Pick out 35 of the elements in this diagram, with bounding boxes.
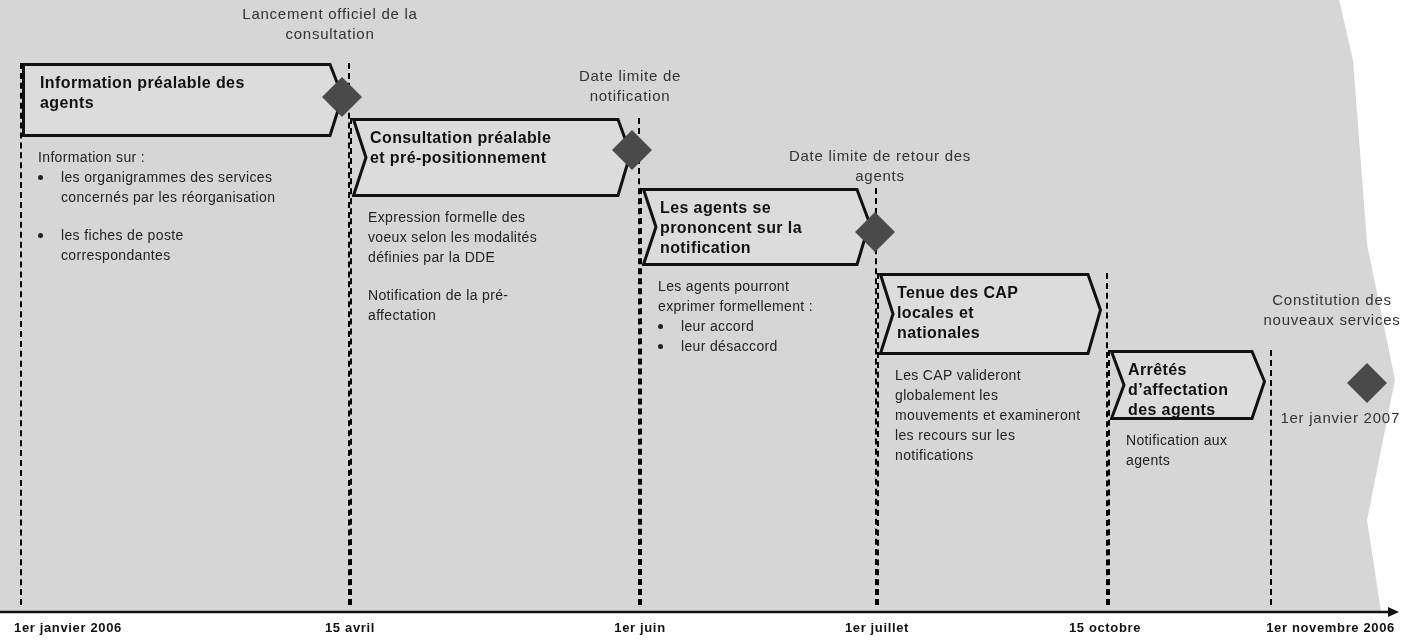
phase-title: Tenue des CAP locales et nationales	[897, 283, 1020, 343]
phase-title: Information préalable des agents	[40, 73, 246, 113]
phase-description: Les agents pourront exprimer formellement :	[658, 277, 815, 316]
phase-description: Information sur :	[38, 148, 146, 167]
phase-title: Arrêtés d’affectation des agents	[1128, 360, 1230, 420]
phase-description: Expression formelle des voeux selon les modalités définies par la DDE	[368, 208, 539, 267]
phase-description: Notification aux agents	[1126, 431, 1229, 470]
phase-column	[20, 63, 350, 605]
bullet-item: leur accord	[681, 317, 755, 336]
phase-title: Les agents se prononcent sur la notification	[660, 198, 803, 258]
date-label: 1er janvier 2006	[14, 620, 123, 635]
phase-description: Notification de la pré-affectation	[368, 286, 510, 325]
date-label: 15 octobre	[1067, 620, 1143, 635]
milestone-label: Lancement officiel de la consultation	[241, 4, 419, 44]
milestone-label: Constitution des nouveaux services	[1262, 290, 1402, 330]
phase-title: Consultation préalable et pré-positionnement	[370, 128, 553, 168]
milestone-diamond	[322, 77, 362, 117]
date-label: 1er novembre 2006	[1265, 620, 1395, 635]
bullet-item: les fiches de poste correspondantes	[61, 226, 185, 265]
milestone-diamond	[1347, 363, 1387, 403]
date-label: 1er juin	[613, 620, 667, 635]
date-label: 15 avril	[324, 620, 376, 635]
milestone-label: Date limite de retour des agents	[787, 146, 973, 186]
bullet-item: leur désaccord	[681, 337, 778, 356]
milestone-diamond	[612, 130, 652, 170]
milestone-label: 1er janvier 2007	[1279, 408, 1400, 428]
phase-description: Les CAP valideront globalement les mouvements et examineront les recours sur les notifications	[895, 366, 1082, 465]
bullet-item: les organigrammes des services concernés par les réorganisation	[61, 168, 277, 207]
milestone-label: Date limite de notification	[577, 66, 683, 106]
phase-column	[640, 188, 877, 605]
milestone-diamond	[855, 212, 895, 252]
phase-column	[350, 118, 640, 605]
phase-column	[877, 273, 1108, 605]
phase-column	[1108, 350, 1272, 605]
date-label: 1er juillet	[843, 620, 911, 635]
